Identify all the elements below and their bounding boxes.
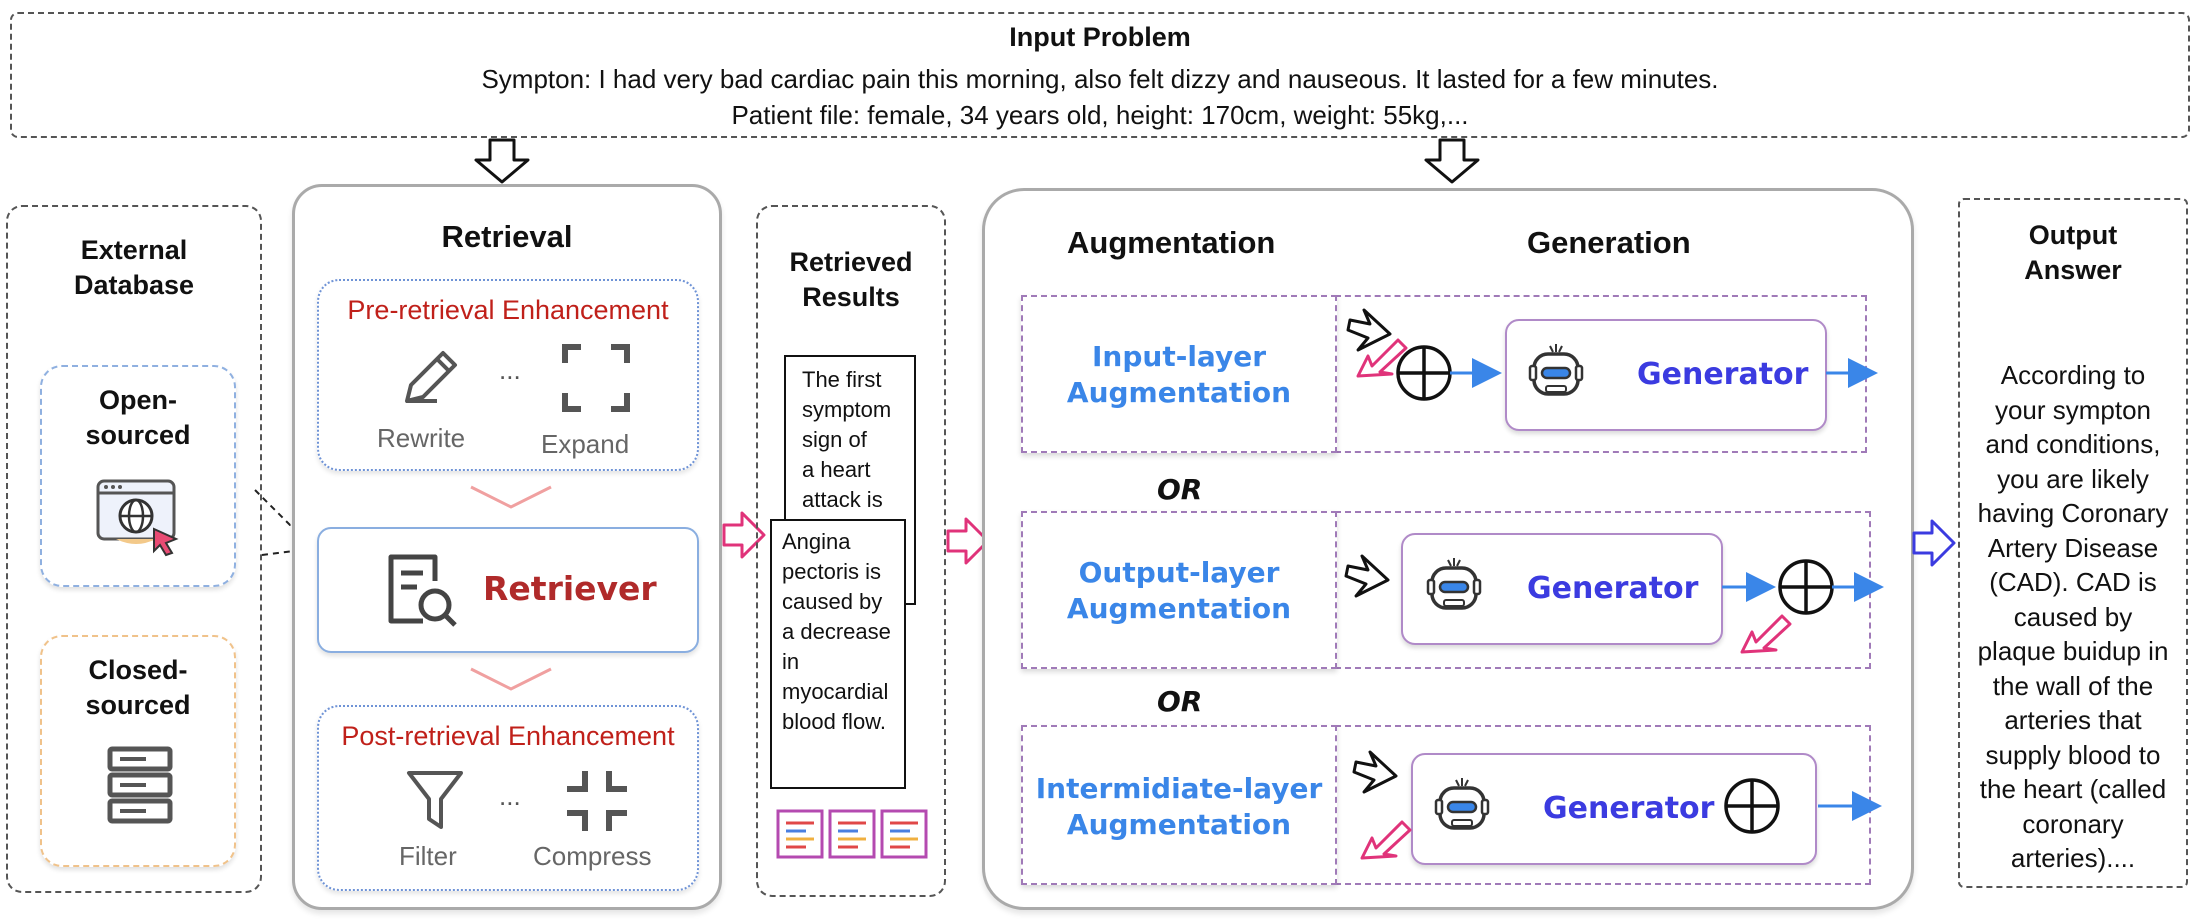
- plus-circle-icon: [1778, 559, 1834, 615]
- retrieved-results-title: Retrieved Results: [789, 247, 913, 312]
- compress-icon: [567, 771, 627, 831]
- augmentation-title: Augmentation: [1067, 225, 1276, 260]
- document-stack-icon: [776, 809, 928, 859]
- generator-label-2: Generator: [1527, 571, 1699, 606]
- expand-icon: [562, 344, 630, 412]
- filter-icon: [407, 771, 463, 829]
- globe-browser-icon: [96, 479, 179, 557]
- post-retrieval-box[interactable]: Post-retrieval Enhancement ... Filter Co…: [317, 705, 699, 891]
- robot-icon: [1426, 556, 1482, 610]
- retrieved-document-1[interactable]: The first symptom sign of a heart attack…: [784, 355, 916, 605]
- external-database-title: External Database: [73, 235, 195, 300]
- pink-arrow-icon: [1360, 820, 1412, 860]
- pre-retrieval-title: Pre-retrieval Enhancement: [347, 295, 669, 325]
- retrieval-panel: Retrieval Pre-retrieval Enhancement ... …: [292, 184, 722, 910]
- generation-title: Generation: [1527, 225, 1691, 260]
- retrieval-title: Retrieval: [441, 219, 573, 254]
- server-icon: [107, 746, 173, 824]
- robot-icon: [1528, 342, 1584, 396]
- input-layer-augmentation[interactable]: Input-layer Augmentation: [1021, 295, 1337, 453]
- chevron-down-icon: [470, 667, 552, 691]
- output-answer-text: According to your sympton and conditions…: [1977, 360, 2169, 873]
- open-sourced-card[interactable]: Open- sourced: [40, 365, 236, 587]
- closed-sourced-card[interactable]: Closed- sourced: [40, 635, 236, 867]
- post-dots: ...: [499, 781, 521, 811]
- pre-retrieval-box[interactable]: Pre-retrieval Enhancement ... Rewrite Ex…: [317, 279, 699, 471]
- black-arrow-icon: [1352, 750, 1398, 794]
- plus-circle-icon: [1396, 345, 1452, 401]
- output-answer-title: Output Answer: [2024, 220, 2122, 285]
- black-arrow-icon: [1344, 554, 1390, 598]
- generator-label-1: Generator: [1637, 357, 1809, 392]
- hollow-arrow-right-icon: [722, 511, 766, 559]
- filter-label: Filter: [399, 841, 457, 871]
- chevron-down-icon: [470, 485, 552, 509]
- input-problem-symptom: Sympton: I had very bad cardiac pain thi…: [481, 64, 1719, 94]
- retriever-label: Retriever: [483, 569, 657, 608]
- robot-icon: [1434, 776, 1490, 830]
- input-problem-title: Input Problem: [1009, 22, 1191, 52]
- intermidiate-layer-augmentation[interactable]: Intermidiate-layer Augmentation: [1021, 725, 1337, 885]
- post-retrieval-title: Post-retrieval Enhancement: [341, 721, 675, 751]
- search-document-icon: [388, 554, 457, 627]
- retrieved-document-2[interactable]: Angina pectoris is caused by a decrease …: [770, 519, 906, 789]
- or-label-1: OR: [1157, 473, 1203, 506]
- hollow-arrow-right-icon: [946, 517, 990, 565]
- expand-label: Expand: [541, 429, 630, 459]
- hollow-arrow-down-icon: [474, 138, 530, 184]
- retrieved-results-panel: Retrieved Results The first symptom sign…: [756, 205, 946, 897]
- or-label-2: OR: [1157, 685, 1203, 718]
- pink-arrow-icon: [1740, 614, 1792, 654]
- hollow-arrow-down-icon: [1424, 138, 1480, 184]
- rewrite-label: Rewrite: [377, 423, 466, 453]
- intermidiate-layer-label: Intermidiate-layer: [1035, 772, 1323, 805]
- input-problem-box: Input Problem Sympton: I had very bad ca…: [10, 12, 2190, 138]
- external-database-panel: External Database Open- sourced Closed- …: [6, 205, 262, 893]
- open-sourced-label: Open-: [99, 385, 177, 415]
- output-answer-panel: Output Answer According to your sympton …: [1958, 198, 2188, 888]
- retriever-box[interactable]: Retriever: [317, 527, 699, 653]
- output-layer-label: Output-layer: [1078, 556, 1280, 589]
- hollow-arrow-right-icon: [1912, 519, 1956, 567]
- generator-label-3: Generator: [1543, 791, 1715, 826]
- closed-sourced-label: Closed-: [88, 655, 188, 685]
- pre-dots: ...: [499, 355, 521, 385]
- compress-label: Compress: [533, 841, 652, 871]
- plus-circle-icon: [1724, 778, 1780, 834]
- input-problem-patient-file: Patient file: female, 34 years old, heig…: [731, 100, 1469, 130]
- black-arrow-icon: [1346, 308, 1392, 352]
- input-layer-label: Input-layer: [1091, 340, 1266, 373]
- output-layer-augmentation[interactable]: Output-layer Augmentation: [1021, 511, 1337, 669]
- pencil-icon: [405, 351, 457, 403]
